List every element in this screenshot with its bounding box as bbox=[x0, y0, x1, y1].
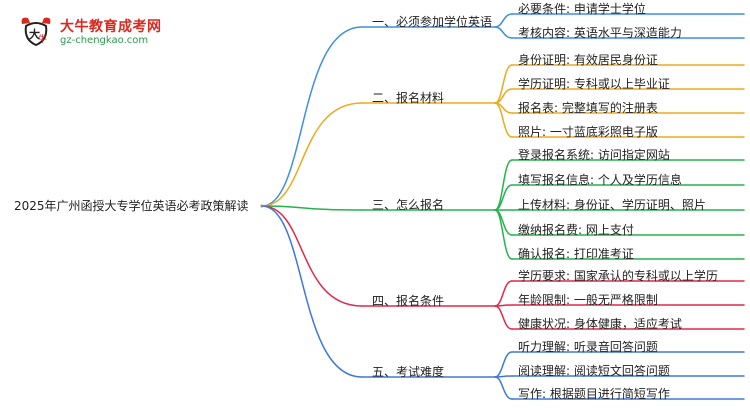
leaf-connector bbox=[494, 280, 513, 307]
leaf-label: 年龄限制: 一般无严格限制 bbox=[518, 293, 658, 307]
leaf-label: 考核内容: 英语水平与深造能力 bbox=[518, 26, 682, 40]
leaf-label: 身份证明: 有效居民身份证 bbox=[518, 53, 658, 67]
leaf-label: 报名表: 完整填写的注册表 bbox=[518, 101, 658, 115]
leaf-label: 填写报名信息: 个人及学历信息 bbox=[518, 173, 682, 187]
branch-connector bbox=[261, 26, 363, 207]
logo-url: gz-chengkao.com bbox=[60, 35, 149, 46]
leaf-label: 照片: 一寸蓝底彩照电子版 bbox=[518, 125, 658, 139]
branch-label: 三、怎么报名 bbox=[372, 198, 445, 212]
branch-label: 四、报名条件 bbox=[372, 294, 445, 308]
leaf-connector bbox=[494, 351, 513, 378]
branch-label: 五、考试难度 bbox=[372, 365, 445, 379]
leaf-label: 上传材料: 身份证、学历证明、照片 bbox=[518, 198, 706, 212]
svg-text:大: 大 bbox=[29, 27, 40, 41]
leaf-label: 确认报名: 打印准考证 bbox=[518, 247, 634, 261]
leaf-connector bbox=[494, 102, 513, 138]
logo-title: 大牛教育成考网 bbox=[60, 19, 162, 35]
leaf-connector bbox=[494, 209, 513, 260]
branch-connector bbox=[261, 205, 363, 307]
leaf-label: 登录报名系统: 访问指定网站 bbox=[518, 148, 670, 162]
brand-logo: 大 牛 大牛教育成考网 gz-chengkao.com bbox=[18, 12, 168, 52]
leaf-connector bbox=[494, 305, 513, 330]
leaf-label: 必要条件: 申请学士学位 bbox=[518, 2, 646, 16]
leaf-connector bbox=[494, 376, 513, 400]
leaf-connector bbox=[494, 64, 513, 104]
root-topic: 2025年广州函授大专学位英语必考政策解读 bbox=[14, 199, 249, 213]
leaf-label: 学历要求: 国家承认的专科或以上学历 bbox=[518, 269, 718, 283]
branch-connector bbox=[261, 205, 363, 378]
leaf-label: 学历证明: 专科或以上毕业证 bbox=[518, 77, 670, 91]
leaf-connector bbox=[494, 13, 513, 28]
leaf-connector bbox=[494, 26, 513, 39]
root-anchor bbox=[260, 204, 264, 208]
leaf-label: 缴纳报名费: 网上支付 bbox=[518, 223, 634, 237]
bull-logo-icon: 大 牛 bbox=[21, 17, 51, 47]
leaf-label: 健康状况: 身体健康，适应考试 bbox=[518, 317, 682, 331]
leaf-label: 听力理解: 听录音回答问题 bbox=[518, 340, 658, 354]
branch-connector bbox=[261, 205, 363, 211]
branch-label: 一、必须参加学位英语 bbox=[372, 15, 493, 29]
branch-connector bbox=[261, 102, 363, 207]
leaf-label: 写作: 根据题目进行简短写作 bbox=[518, 387, 670, 401]
svg-text:牛: 牛 bbox=[38, 33, 47, 45]
branch-label: 二、报名材料 bbox=[372, 91, 445, 105]
leaf-label: 阅读理解: 阅读短文回答问题 bbox=[518, 364, 670, 378]
